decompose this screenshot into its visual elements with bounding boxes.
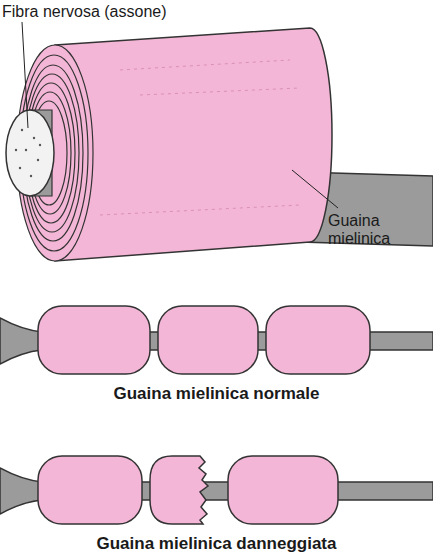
- myelin-segments: [38, 456, 338, 524]
- axon-cross-section: [6, 110, 54, 196]
- myelin-segments: [38, 306, 370, 374]
- roll-shading: [100, 60, 300, 215]
- part-label: Fibra nervosa (assone): [2, 3, 262, 21]
- figure-caption: Guaina mielinica normale: [0, 384, 433, 404]
- figure-caption: Guaina mielinica danneggiata: [0, 534, 433, 554]
- part-label: Guaina mielinica: [328, 212, 410, 249]
- axon-dots: [15, 129, 41, 177]
- leader-line: [292, 170, 338, 208]
- myelin-roll: [55, 28, 332, 261]
- leader-line: [22, 22, 28, 128]
